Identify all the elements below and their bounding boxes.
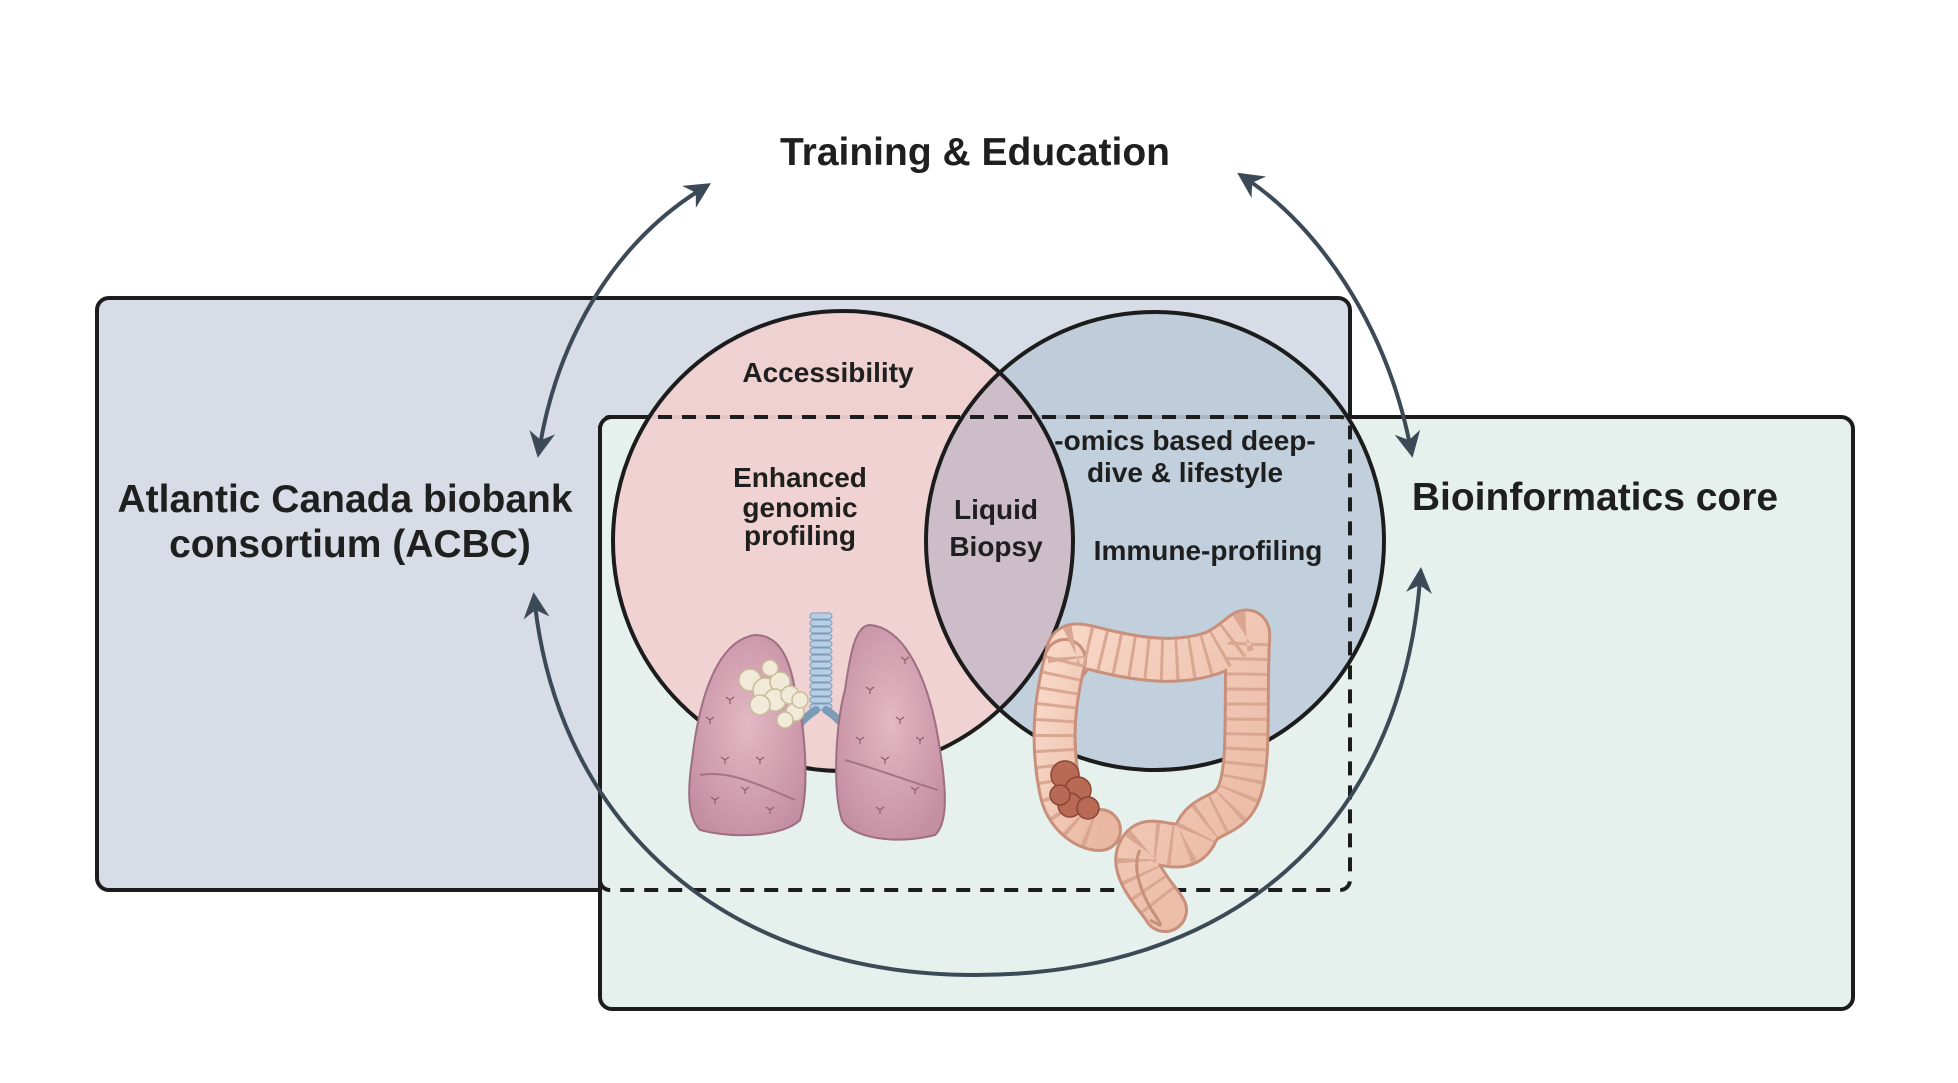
trachea-ring xyxy=(809,668,833,676)
trachea-ring xyxy=(809,647,833,655)
lung-mark xyxy=(755,756,765,764)
tumor-nodule xyxy=(791,691,809,709)
lung-mark xyxy=(915,736,925,744)
colon-haustra xyxy=(1047,611,1269,921)
arrow-training-bioinformatics xyxy=(1237,172,1421,458)
lungs-icon xyxy=(688,612,946,841)
liquid-biopsy-line2: Biopsy xyxy=(949,531,1043,562)
arrow-acbc-bioinformatics xyxy=(523,567,1432,978)
liquid-biopsy-line1: Liquid xyxy=(954,494,1038,525)
rectum xyxy=(1135,849,1162,927)
immune-profiling-label: Immune-profiling xyxy=(1094,535,1323,566)
lung-mark xyxy=(720,756,730,764)
acbc-label-line1: Atlantic Canada biobank xyxy=(117,478,572,521)
colon-tumor-nodule xyxy=(1049,784,1071,806)
trachea-ring xyxy=(809,682,833,690)
trachea-ring xyxy=(809,640,833,648)
lung-mark xyxy=(865,686,875,694)
lung-mark xyxy=(880,756,890,764)
lung-fissures xyxy=(699,759,939,801)
tumor-nodule xyxy=(776,711,794,729)
lung-mark xyxy=(900,656,910,664)
lung-mark xyxy=(705,716,715,724)
enhanced-label-line2: genomic xyxy=(742,492,857,523)
omics-label-line1: -omics based deep- xyxy=(1054,425,1315,456)
tumor-nodule xyxy=(761,659,779,677)
tumor-nodule xyxy=(749,694,771,716)
trachea-ring xyxy=(809,661,833,669)
accessibility-label: Accessibility xyxy=(742,357,914,388)
trachea-ring xyxy=(809,654,833,662)
lung-mark xyxy=(765,806,775,814)
lung-mark xyxy=(725,696,735,704)
dashed-region xyxy=(598,415,1352,892)
trachea-ring xyxy=(809,619,833,627)
trachea-ring xyxy=(809,612,833,620)
venn-right-outline xyxy=(924,310,1386,772)
trachea-ring xyxy=(809,626,833,634)
trachea-ring xyxy=(809,633,833,641)
trachea-ring xyxy=(809,696,833,704)
colon-tumor-nodule xyxy=(1076,796,1100,820)
title-training-education: Training & Education xyxy=(780,131,1170,174)
arrow-training-acbc xyxy=(529,183,712,458)
acbc-label-line2: consortium (ACBC) xyxy=(169,523,531,566)
tumor-icon xyxy=(738,659,809,729)
enhanced-label-line3: profiling xyxy=(744,520,856,551)
lung-mark xyxy=(855,736,865,744)
lung-mark xyxy=(710,796,720,804)
trachea-icon xyxy=(809,612,833,711)
trachea-ring xyxy=(809,689,833,697)
omics-label-line2: dive & lifestyle xyxy=(1087,457,1283,488)
lung-mark xyxy=(910,786,920,794)
trachea-ring xyxy=(809,675,833,683)
bioinformatics-label: Bioinformatics core xyxy=(1412,476,1778,519)
lung-mark xyxy=(895,716,905,724)
colon-icon xyxy=(1032,608,1272,933)
lung-texture xyxy=(705,656,925,814)
lung-mark xyxy=(740,786,750,794)
lung-mark xyxy=(875,806,885,814)
colon-haustra-asc xyxy=(1035,655,1102,849)
enhanced-label-line1: Enhanced xyxy=(733,462,867,493)
right-lung xyxy=(835,623,946,841)
